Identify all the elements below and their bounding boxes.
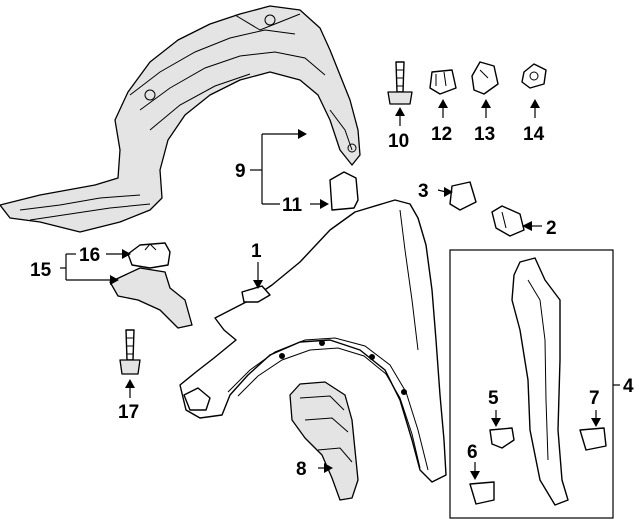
bracket-assembly[interactable] (109, 242, 193, 329)
clip-12[interactable] (429, 69, 457, 95)
leader-lines (60, 99, 620, 480)
callout-9: 9 (235, 161, 246, 182)
bolt-17[interactable] (119, 329, 141, 375)
nut-13[interactable] (471, 61, 499, 95)
bolt-2[interactable] (491, 205, 525, 237)
callout-8: 8 (296, 459, 307, 480)
clip-6[interactable] (469, 481, 495, 505)
callout-10: 10 (388, 131, 409, 152)
clip-5[interactable] (489, 427, 515, 449)
callout-3: 3 (418, 181, 429, 202)
callout-11: 11 (282, 195, 303, 216)
clip-14[interactable] (521, 63, 547, 89)
callout-14: 14 (523, 124, 545, 145)
clip-11[interactable] (329, 171, 359, 211)
nut-3[interactable] (449, 181, 477, 211)
callout-5: 5 (488, 388, 499, 409)
parts-4-7-frame (449, 249, 614, 519)
callout-7: 7 (589, 388, 600, 409)
callout-15: 15 (30, 260, 52, 281)
callout-17: 17 (118, 402, 139, 423)
fender-seal-4[interactable] (511, 257, 569, 506)
callout-2: 2 (546, 218, 557, 239)
callout-12: 12 (431, 124, 452, 145)
callout-4: 4 (623, 376, 634, 397)
front-fender[interactable] (179, 199, 447, 483)
bolt-10[interactable] (387, 61, 413, 105)
callout-6: 6 (467, 442, 478, 463)
callout-13: 13 (474, 124, 495, 145)
callout-1: 1 (251, 241, 262, 262)
clip-7[interactable] (579, 427, 607, 451)
splash-shield[interactable] (289, 381, 359, 501)
callout-16: 16 (79, 245, 100, 266)
fender-liner[interactable] (0, 5, 361, 233)
